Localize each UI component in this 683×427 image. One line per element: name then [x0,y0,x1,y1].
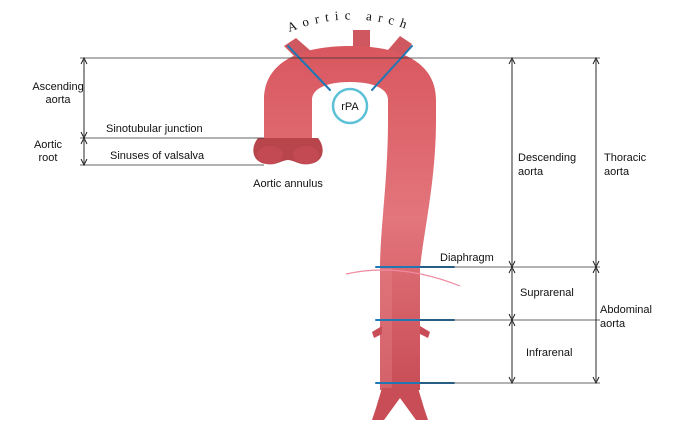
aortic-root-label-2: root [39,152,58,164]
left-carotid-branch [353,30,370,48]
diaphragm-curve [345,269,461,287]
sinuses-of-valsalva-label: Sinuses of valsalva [110,150,205,162]
right-guides [420,56,600,385]
renal-artery-right [420,326,430,338]
rpa-ring [331,87,369,125]
aortic-arch-label: Aortic arch [285,7,415,34]
diaphragm-label: Diaphragm [440,252,494,264]
arch-cut-proximal [287,45,331,91]
arch-cut-distal [371,45,413,91]
iliac-bifurcation [372,388,428,420]
rpa-label: rPA [341,101,359,113]
suprarenal-label: Suprarenal [520,287,574,299]
abdominal-aorta-label-1: Abdominal [600,304,652,316]
abdominal-aorta-label-2: aorta [600,318,626,330]
renal-artery-left [372,326,382,338]
thoracic-aorta-label-1: Thoracic [604,152,647,164]
aortic-root-label-1: Aortic [34,139,63,151]
thoracic-aorta-label-2: aorta [604,166,630,178]
aorta-shape [253,30,436,420]
ascending-aorta-label-2: aorta [45,94,71,106]
ascending-aorta-label-1: Ascending [32,81,83,93]
descending-aorta-label-2: aorta [518,166,544,178]
infrarenal-label: Infrarenal [526,347,572,359]
left-guides [80,56,600,167]
sinotubular-junction-label: Sinotubular junction [106,123,203,135]
descending-aorta-label-1: Descending [518,152,576,164]
aortic-annulus-label: Aortic annulus [253,178,323,190]
aorta-body [264,46,436,390]
